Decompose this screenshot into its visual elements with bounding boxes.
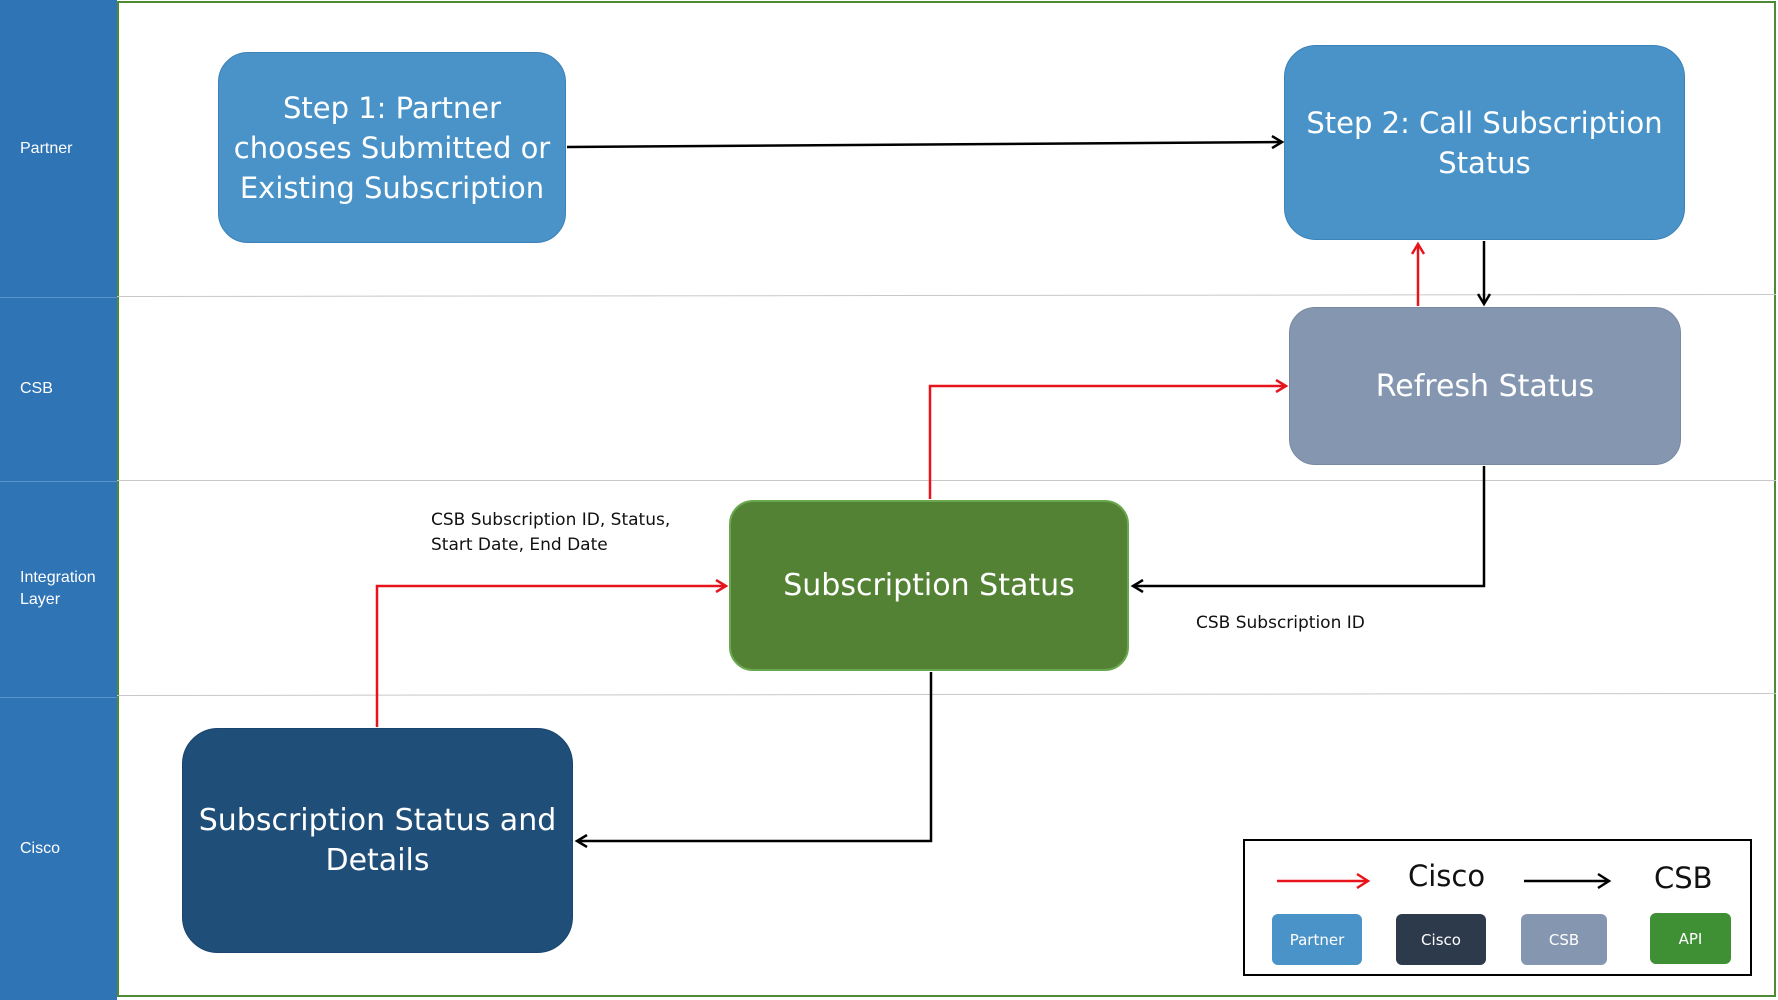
arrow-details-to-subscription-status — [375, 586, 726, 727]
step1-line3: Existing Subscription — [239, 170, 545, 205]
legend-cisco-label: Cisco — [1408, 859, 1486, 893]
note-csb-subscription-id: CSB Subscription ID — [1196, 613, 1365, 633]
lane-separator — [0, 481, 117, 482]
legend-red-arrow-icon — [1277, 872, 1371, 890]
lane-separator — [0, 297, 117, 298]
details-line1: Subscription Status and — [198, 802, 557, 838]
legend-chip-partner: Partner — [1272, 914, 1362, 965]
step1-line1: Step 1: Partner — [282, 90, 502, 125]
note-csb-fields: CSB Subscription ID, Status, Start Date,… — [431, 508, 670, 558]
lane-separator — [0, 697, 117, 698]
subscription-status-details-box[interactable]: Subscription Status and Details — [182, 728, 573, 953]
legend-black-arrow-icon — [1524, 872, 1612, 890]
step1-partner-chooses-box[interactable]: Step 1: Partner chooses Submitted or Exi… — [218, 52, 566, 243]
subscription-status-label: Subscription Status — [783, 568, 1075, 603]
step2-line2: Status — [1438, 145, 1531, 180]
step2-line1: Step 2: Call Subscription — [1306, 105, 1663, 140]
legend-chip-api: API — [1650, 913, 1731, 964]
arrow-subscription-status-to-details — [577, 672, 933, 841]
lane-divider — [117, 480, 1776, 481]
legend-box: Cisco CSB Partner Cisco CSB API — [1243, 839, 1752, 976]
arrow-refresh-to-subscription-status — [1133, 466, 1486, 586]
lane-label-cisco: Cisco — [20, 839, 61, 857]
step2-call-subscription-status-box[interactable]: Step 2: Call Subscription Status — [1284, 45, 1685, 240]
refresh-status-label: Refresh Status — [1375, 368, 1595, 404]
legend-csb-label: CSB — [1654, 861, 1713, 895]
arrow-subscription-status-to-refresh — [928, 386, 1286, 499]
arrow-step1-to-step2 — [566, 142, 1282, 147]
lane-label-integration-layer: Integration Layer — [20, 569, 96, 608]
step1-line2: chooses Submitted or — [233, 130, 551, 165]
lane-label-partner: Partner — [20, 139, 73, 157]
lane-label-csb: CSB — [20, 380, 53, 397]
note-csb-fields-line2: Start Date, End Date — [431, 535, 608, 555]
note-csb-fields-line1: CSB Subscription ID, Status, — [431, 510, 671, 530]
refresh-status-box[interactable]: Refresh Status — [1289, 307, 1681, 465]
subscription-status-api-box[interactable]: Subscription Status — [729, 500, 1129, 671]
legend-chip-cisco: Cisco — [1396, 914, 1486, 965]
legend-chip-csb: CSB — [1521, 914, 1607, 965]
details-line2: Details — [325, 842, 430, 878]
swimlane-header-column — [0, 0, 117, 1000]
